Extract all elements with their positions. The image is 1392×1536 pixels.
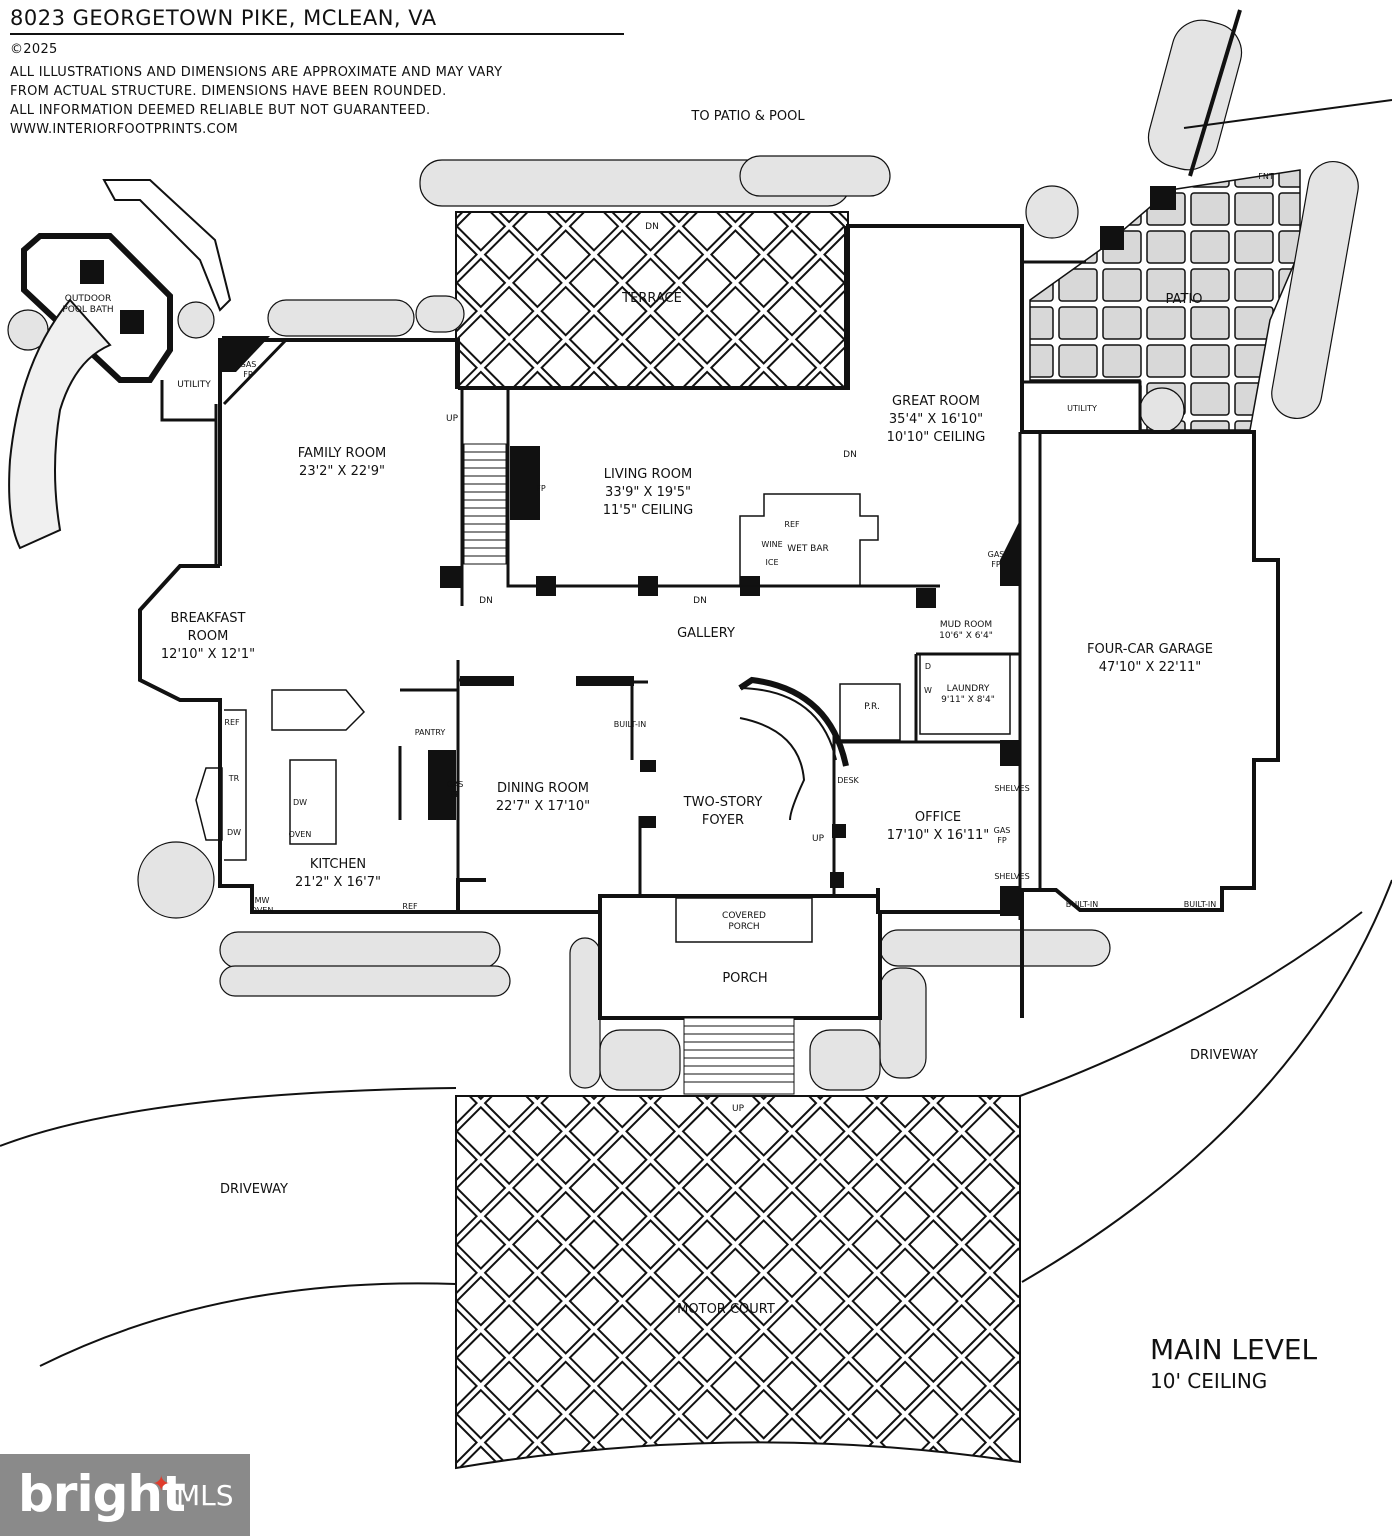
bright-mls-logo: bright ✦ MLS bbox=[0, 1454, 250, 1536]
porch-label: PORCH bbox=[722, 971, 768, 986]
driveway-label-left: DRIVEWAY bbox=[220, 1182, 288, 1197]
trash-label: TR bbox=[228, 774, 240, 783]
dishwasher-label: DW bbox=[226, 828, 242, 837]
kitchen-ref-label: REF bbox=[402, 902, 418, 911]
copyright: ©2025 bbox=[10, 42, 58, 57]
garage-built-in-label-1: BUILT-IN bbox=[1065, 900, 1099, 909]
kitchen-ref-label-2: REF bbox=[224, 718, 240, 727]
foyer-up-label: UP bbox=[811, 834, 825, 844]
porch-up-label: UP bbox=[731, 1104, 745, 1114]
wall-blocks bbox=[80, 186, 1176, 916]
stair-up-label: UP bbox=[445, 414, 459, 424]
disclaimer-website: WWW.INTERIORFOOTPRINTS.COM bbox=[10, 122, 239, 137]
patio-label: PATIO bbox=[1165, 292, 1203, 307]
living-fp-label: FP bbox=[536, 484, 546, 493]
bar-ref-label: REF bbox=[784, 520, 800, 529]
desk-label: DESK bbox=[837, 776, 859, 785]
driveway-label-right: DRIVEWAY bbox=[1190, 1048, 1258, 1063]
address-title: 8023 GEORGETOWN PIKE, MCLEAN, VA bbox=[10, 6, 437, 30]
dining-built-in-label: BUILT-IN bbox=[613, 720, 647, 729]
title-underline bbox=[10, 33, 624, 35]
terrace-paving bbox=[455, 211, 849, 389]
disclaimer-line-1: ALL ILLUSTRATIONS AND DIMENSIONS ARE APP… bbox=[10, 65, 503, 80]
fountain-label: FNT bbox=[1258, 172, 1274, 181]
logo-suffix-text: MLS bbox=[176, 1479, 234, 1512]
terrace-label: TERRACE bbox=[622, 291, 682, 306]
utility-label: UTILITY bbox=[177, 380, 211, 390]
porch-stair bbox=[683, 1017, 795, 1095]
disclaimer-line-2: FROM ACTUAL STRUCTURE. DIMENSIONS HAVE B… bbox=[10, 84, 447, 99]
to-patio-label: TO PATIO & POOL bbox=[691, 109, 805, 124]
foyer-stair bbox=[738, 676, 849, 821]
pantry-label: PANTRY bbox=[414, 728, 446, 737]
shelves-label-2: SHELVES bbox=[994, 872, 1030, 881]
motor-court-paving bbox=[455, 1095, 1021, 1470]
terrace-dn-label: DN bbox=[645, 222, 659, 232]
washer-label: W bbox=[924, 686, 932, 695]
ice-label: ICE bbox=[765, 558, 779, 567]
great-room-dn-label: DN bbox=[843, 450, 857, 460]
straight-stair bbox=[463, 443, 507, 565]
utility-label-2: UTILITY bbox=[1067, 404, 1097, 413]
main-level-title: MAIN LEVEL bbox=[1150, 1333, 1318, 1366]
oven-label: OVEN bbox=[288, 830, 312, 839]
motor-court-label: MOTOR COURT bbox=[677, 1302, 775, 1317]
shelves-label-1: SHELVES bbox=[994, 784, 1030, 793]
living-dn-label: DN bbox=[693, 596, 707, 606]
stair-dn-label: DN bbox=[479, 596, 493, 606]
garage-built-in-label-2: BUILT-IN bbox=[1183, 900, 1217, 909]
pool-area bbox=[8, 179, 232, 550]
dryer-label: D bbox=[924, 662, 932, 671]
wet-bar-label: WET BAR bbox=[787, 544, 829, 554]
shrubs bbox=[7, 19, 1359, 1091]
ceiling-height-label: 10' CEILING bbox=[1150, 1369, 1268, 1393]
pool-path bbox=[1188, 9, 1242, 177]
island-dishwasher-label: DW bbox=[292, 798, 308, 807]
logo-accent-icon: ✦ bbox=[152, 1472, 171, 1497]
wine-label: WINE bbox=[761, 540, 783, 549]
logo-brand-text: bright bbox=[18, 1465, 186, 1523]
patio-paving bbox=[1029, 169, 1301, 431]
driveway bbox=[0, 879, 1392, 1367]
gallery-label: GALLERY bbox=[677, 626, 735, 641]
fixtures bbox=[195, 493, 1011, 943]
powder-room-label: P.R. bbox=[864, 702, 880, 712]
disclaimer-line-3: ALL INFORMATION DEEMED RELIABLE BUT NOT … bbox=[10, 103, 431, 118]
